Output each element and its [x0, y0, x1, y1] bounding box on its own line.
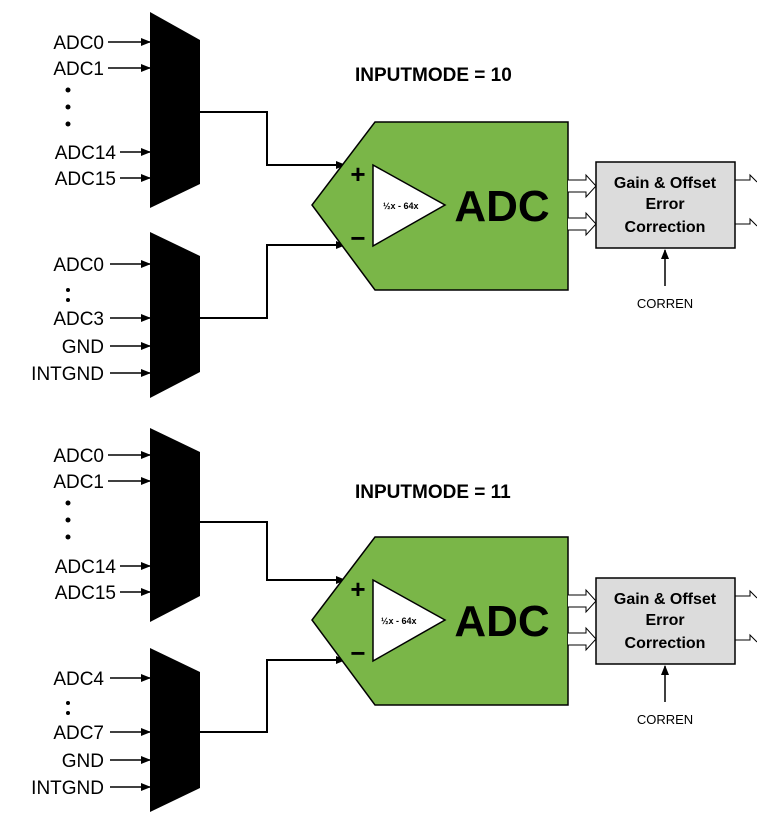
- minus-sign: −: [350, 223, 365, 253]
- input-label: ADC1: [53, 59, 104, 80]
- input-label: ADC4: [53, 669, 104, 690]
- corren-label: CORREN: [637, 296, 693, 311]
- output-bus-arrow: [735, 633, 757, 643]
- correction-label-line: Correction: [625, 219, 706, 236]
- correction-label-line: Gain & Offset: [614, 175, 717, 192]
- input-label: ADC7: [53, 723, 104, 744]
- negative-input-mux: [150, 648, 200, 812]
- positive-signal-wire: [200, 111, 346, 169]
- correction-label-line: Correction: [625, 635, 706, 652]
- ellipsis-dot: [65, 517, 71, 523]
- correction-label-line: Error: [645, 196, 684, 213]
- correction-label-line: Gain & Offset: [614, 591, 717, 608]
- positive-input-mux: [150, 428, 200, 622]
- ellipsis-dot: [66, 288, 70, 292]
- ellipsis-dot: [65, 121, 71, 127]
- ellipsis-dot: [65, 534, 71, 540]
- bus-arrow-positive: [568, 173, 597, 199]
- output-bus-arrow: [735, 173, 757, 183]
- input-label: ADC1: [53, 472, 104, 493]
- positive-input-mux: [150, 12, 200, 208]
- input-label: ADC3: [53, 309, 104, 330]
- input-label: INTGND: [31, 364, 104, 385]
- ellipsis-dot: [65, 87, 71, 93]
- negative-signal-wire: [200, 241, 346, 319]
- gain-amplifier: [372, 578, 447, 663]
- plus-sign: +: [350, 574, 365, 604]
- adc-label: ADC: [454, 597, 549, 646]
- input-label: ADC0: [53, 33, 104, 54]
- ellipsis-dot: [65, 104, 71, 110]
- positive-signal-wire: [200, 521, 346, 584]
- bus-arrow-negative: [568, 626, 597, 652]
- output-bus-arrow: [735, 589, 757, 599]
- panel-inputmode-10: ADC0 ADC1 ADC14 ADC15 ADC4 ADC0 ADC3 GND…: [31, 12, 757, 398]
- amplifier-gain-label: ½x - 64x: [381, 616, 417, 626]
- gain-offset-correction-block: [595, 161, 736, 249]
- input-label: ADC0: [53, 446, 104, 467]
- ellipsis-dot: [66, 701, 70, 705]
- ellipsis-dot: [66, 711, 70, 715]
- ellipsis-dot: [66, 298, 70, 302]
- gain-offset-correction-block: [595, 577, 736, 665]
- mode-title: INPUTMODE = 10: [355, 65, 512, 86]
- gain-amplifier: [372, 163, 447, 248]
- bus-arrow-negative: [568, 211, 597, 237]
- minus-sign: −: [350, 638, 365, 668]
- input-label: GND: [62, 751, 104, 772]
- input-label: ADC15: [55, 169, 116, 190]
- mode-title: INPUTMODE = 11: [355, 482, 511, 503]
- input-label: ADC14: [55, 143, 117, 164]
- input-label: ADC14: [55, 557, 117, 578]
- negative-signal-wire: [200, 656, 346, 733]
- corren-label: CORREN: [637, 712, 693, 727]
- correction-label-line: Error: [645, 612, 684, 629]
- adc-label: ADC: [454, 182, 549, 231]
- plus-sign: +: [350, 159, 365, 189]
- panel-inputmode-11: ADC0 ADC1 ADC14 ADC15 ADC4 ADC7 GND INTG…: [31, 428, 757, 812]
- input-label: GND: [62, 337, 104, 358]
- bus-arrow-positive: [568, 588, 597, 614]
- input-label: INTGND: [31, 778, 104, 799]
- input-label: ADC0: [53, 255, 104, 276]
- input-label: ADC15: [55, 583, 116, 604]
- output-bus-arrow: [735, 217, 757, 227]
- negative-input-mux: [150, 232, 200, 398]
- ellipsis-dot: [65, 500, 71, 506]
- amplifier-gain-label: ½x - 64x: [383, 201, 419, 211]
